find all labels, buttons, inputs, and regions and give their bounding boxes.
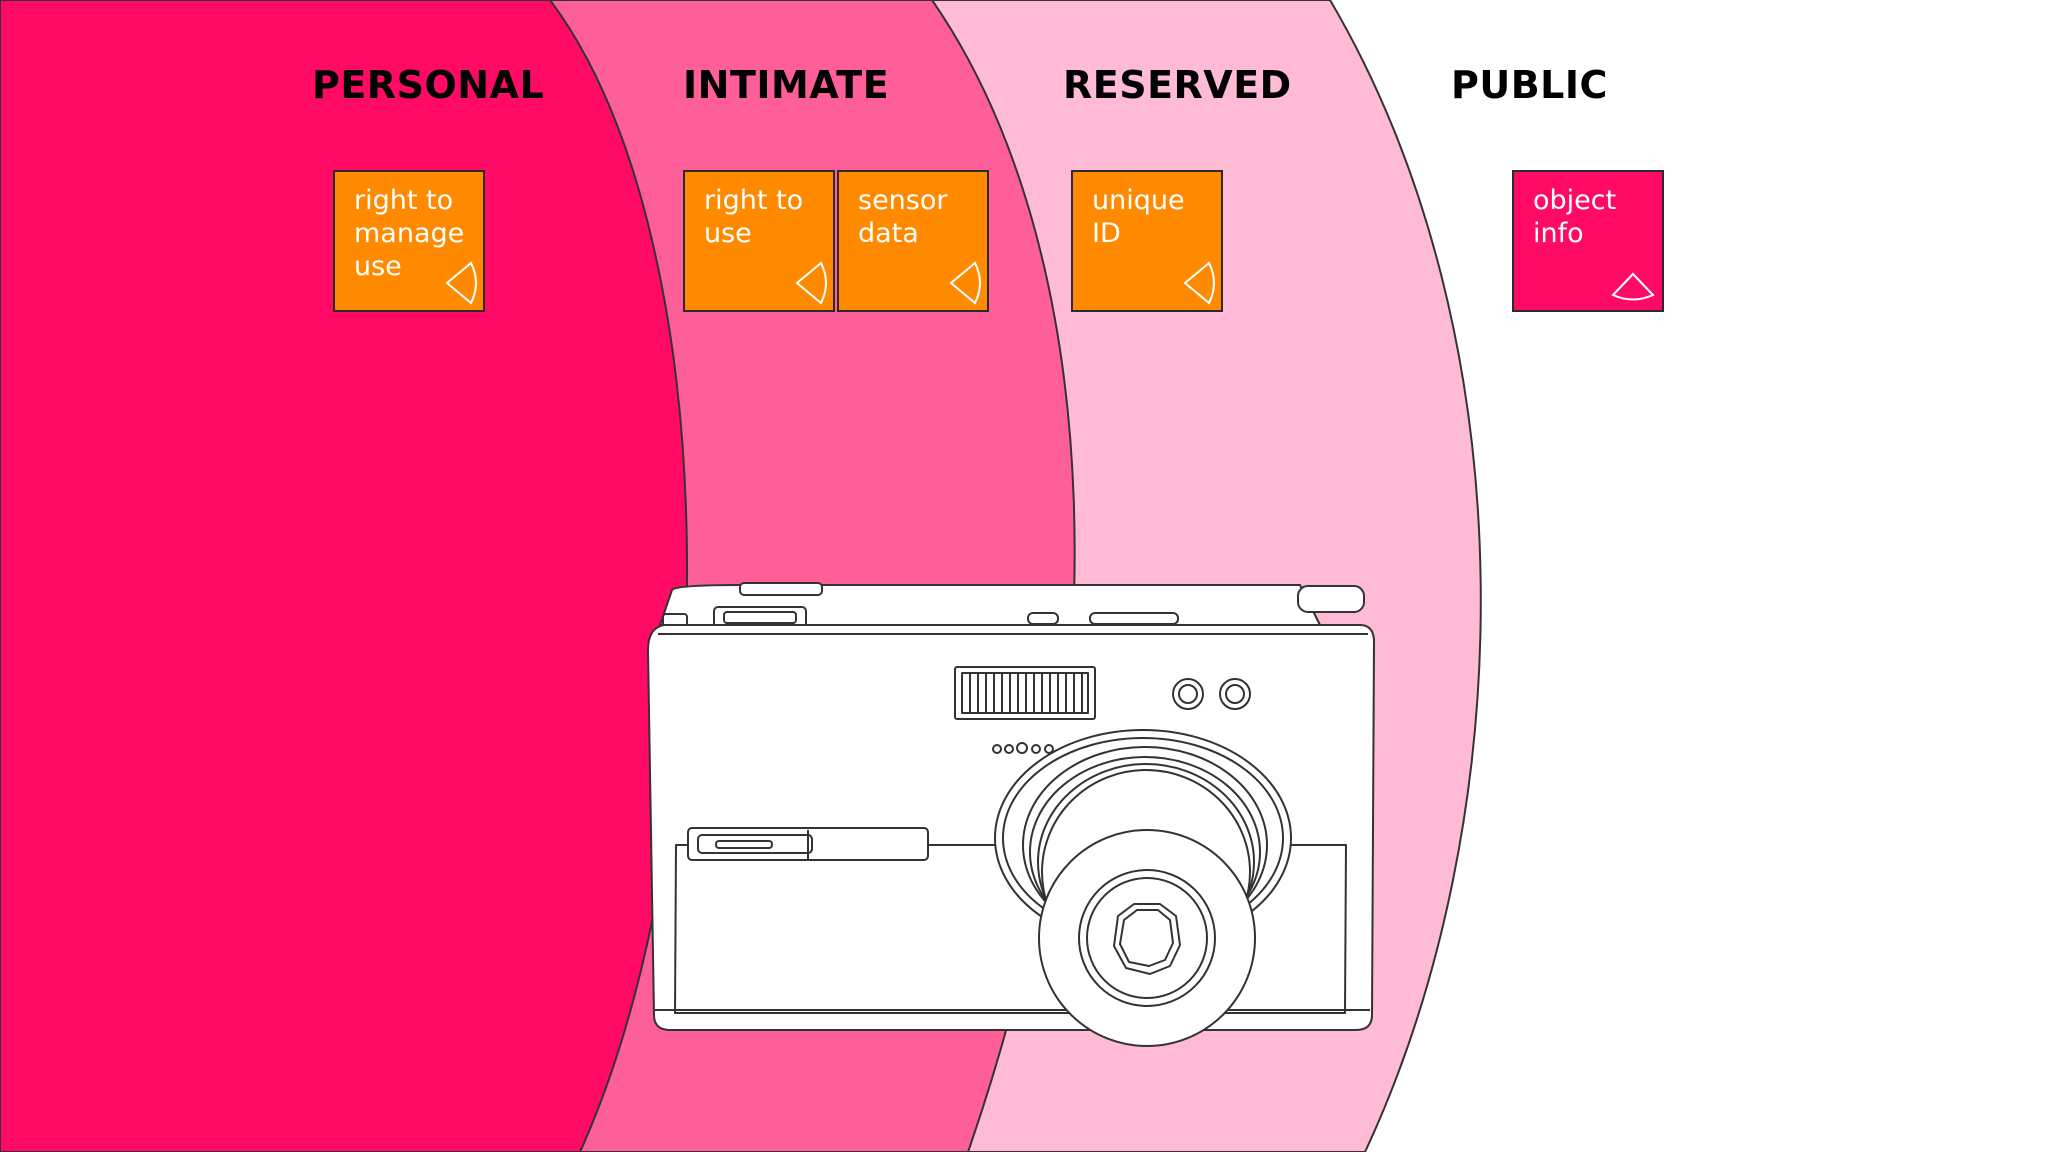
card-sensor-data: sensor data [837,170,989,312]
sector-left-icon [445,261,477,305]
zone-band-personal [0,0,689,1152]
card-label: right to manage use [354,185,465,282]
card-right-to-manage-use: right to manage use [333,170,485,312]
card-label: sensor data [858,185,948,249]
card-label: unique ID [1092,185,1185,249]
sector-left-icon [1183,261,1215,305]
card-unique-id: unique ID [1071,170,1223,312]
zone-title-intimate: INTIMATE [683,63,890,107]
zone-title-reserved: RESERVED [1063,63,1292,107]
sector-left-icon [949,261,981,305]
zone-title-personal: PERSONAL [312,63,545,107]
card-label: object info [1533,185,1617,249]
sector-left-icon [795,261,827,305]
card-object-info: object info [1512,170,1664,312]
zone-title-public: PUBLIC [1451,63,1608,107]
card-label: right to use [704,185,804,249]
sector-down-icon [1611,272,1655,301]
card-right-to-use: right to use [683,170,835,312]
